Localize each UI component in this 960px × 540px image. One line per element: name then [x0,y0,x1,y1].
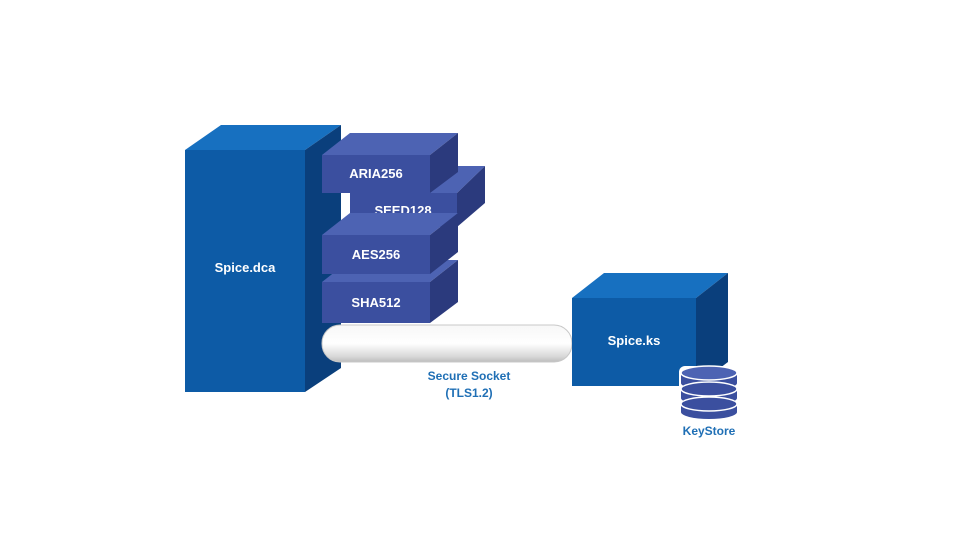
module-aes256-side [430,213,458,274]
dca-server-top [185,125,341,150]
module-aes256: AES256 [322,213,458,274]
module-aria256-side [430,133,458,193]
database-icon [679,365,739,419]
ks-server-label: Spice.ks [608,333,661,348]
module-aria256: ARIA256 [322,133,458,193]
module-aes256-front [322,235,430,274]
module-aria256-label: ARIA256 [349,166,402,181]
module-sha512-side [430,260,458,323]
module-sha512-front [322,282,430,323]
dca-server-label: Spice.dca [215,260,276,275]
module-aes256-top [322,213,458,235]
ks-server-side [696,273,728,386]
module-seed128-side [457,166,485,227]
database-label: KeyStore [683,424,736,438]
module-aria256-top [322,133,458,155]
module-sha512-label: SHA512 [351,295,400,310]
ks-server-box: Spice.ks [572,273,728,386]
secure-socket-pipe [321,324,573,363]
connection-label-line2: (TLS1.2) [445,386,492,400]
connection-label-line1: Secure Socket [428,369,511,383]
module-aria256-front [322,155,430,193]
dca-server-box: Spice.dca [185,125,341,392]
pipe-body [321,324,573,363]
module-aes256-label: AES256 [352,247,400,262]
ks-server-front [572,298,696,386]
dca-server-front [185,150,305,392]
ks-server-top [572,273,728,298]
